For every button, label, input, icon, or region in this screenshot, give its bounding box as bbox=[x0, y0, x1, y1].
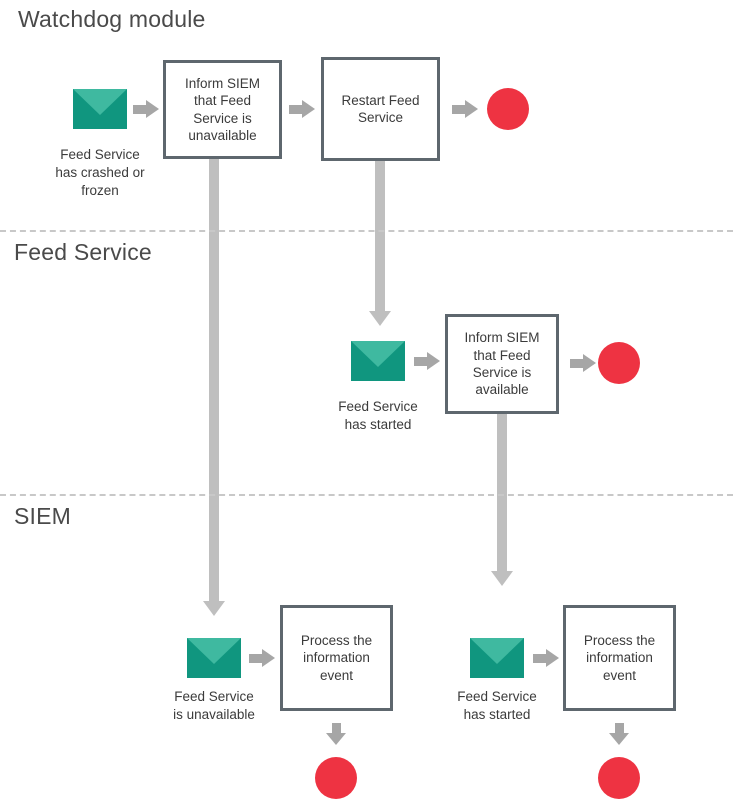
lane-title-feed-service: Feed Service bbox=[14, 239, 152, 265]
message-caption-feed-service-unavailable: Feed Service is unavailable bbox=[173, 689, 255, 722]
envelope-flap-icon bbox=[73, 89, 127, 115]
terminator-end-watchdog bbox=[487, 88, 529, 130]
arrow-shaft bbox=[133, 105, 148, 114]
terminator-end-feed-service bbox=[598, 342, 640, 384]
connector-line-restart-to-feed-service bbox=[375, 161, 385, 311]
arrow-right-started-to-inform-available bbox=[414, 352, 440, 370]
arrow-shaft bbox=[289, 105, 304, 114]
process-box-label: Inform SIEM that Feed Service is availab… bbox=[464, 330, 540, 398]
arrow-right-crashed-to-inform bbox=[133, 100, 159, 118]
connector-arrowhead-inform-to-siem-left bbox=[203, 601, 225, 627]
arrow-shaft bbox=[533, 654, 548, 663]
process-box-label: Process the information event bbox=[583, 633, 656, 683]
arrow-head-icon bbox=[609, 733, 629, 745]
arrow-head-icon bbox=[369, 311, 391, 326]
lane-title-siem: SIEM bbox=[14, 503, 72, 529]
process-box-restart-feed-service[interactable]: Restart Feed Service bbox=[321, 57, 440, 161]
arrow-shaft bbox=[615, 723, 624, 735]
envelope-icon-feed-service-unavailable bbox=[187, 638, 241, 678]
lane-title-watchdog: Watchdog module bbox=[18, 6, 206, 32]
arrow-head-icon bbox=[203, 601, 225, 616]
envelope-icon-feed-service-crashed bbox=[73, 89, 127, 129]
arrow-head-icon bbox=[427, 352, 440, 370]
process-box-inform-siem-unavailable[interactable]: Inform SIEM that Feed Service is unavail… bbox=[163, 60, 282, 159]
envelope-icon-feed-service-started-siem bbox=[470, 638, 524, 678]
message-caption-feed-service-started: Feed Service has started bbox=[338, 399, 418, 432]
arrow-head-icon bbox=[302, 100, 315, 118]
arrow-head-icon bbox=[583, 354, 596, 372]
arrow-right-inform-to-restart bbox=[289, 100, 315, 118]
message-caption-feed-service-started-siem: Feed Service has started bbox=[457, 689, 537, 722]
arrow-head-icon bbox=[262, 649, 275, 667]
process-box-label: Restart Feed Service bbox=[341, 92, 420, 125]
lane-divider-watchdog-feedservice bbox=[0, 230, 733, 232]
arrow-head-icon bbox=[546, 649, 559, 667]
arrow-shaft bbox=[414, 357, 429, 366]
arrow-right-unavailable-to-process-left bbox=[249, 649, 275, 667]
process-box-process-event-left[interactable]: Process the information event bbox=[280, 605, 393, 711]
arrow-head-icon bbox=[491, 571, 513, 586]
connector-line-inform-to-siem-left bbox=[209, 159, 219, 601]
terminator-end-siem-left bbox=[315, 757, 357, 799]
envelope-icon-feed-service-started bbox=[351, 341, 405, 381]
lane-divider-feedservice-siem bbox=[0, 494, 733, 496]
connector-line-inform-available-to-siem-right bbox=[497, 414, 507, 571]
process-box-label: Process the information event bbox=[300, 633, 373, 683]
process-box-process-event-right[interactable]: Process the information event bbox=[563, 605, 676, 711]
arrow-head-icon bbox=[465, 100, 478, 118]
envelope-flap-icon bbox=[187, 638, 241, 664]
message-caption-feed-service-crashed: Feed Service has crashed or frozen bbox=[55, 147, 145, 198]
envelope-flap-icon bbox=[470, 638, 524, 664]
arrow-shaft bbox=[332, 723, 341, 735]
arrow-shaft bbox=[452, 105, 467, 114]
terminator-end-siem-right bbox=[598, 757, 640, 799]
connector-arrowhead-restart-to-feed-service bbox=[369, 311, 391, 333]
arrow-head-icon bbox=[146, 100, 159, 118]
connector-arrowhead-inform-available-to-siem-right bbox=[491, 571, 513, 597]
process-box-inform-siem-available[interactable]: Inform SIEM that Feed Service is availab… bbox=[445, 314, 559, 414]
process-box-label: Inform SIEM that Feed Service is unavail… bbox=[184, 75, 260, 143]
arrow-right-inform-available-to-end bbox=[570, 354, 596, 372]
arrow-right-restart-to-end bbox=[452, 100, 478, 118]
arrow-right-started-to-process-right bbox=[533, 649, 559, 667]
arrow-head-icon bbox=[326, 733, 346, 745]
arrow-shaft bbox=[249, 654, 264, 663]
arrow-shaft bbox=[570, 359, 585, 368]
envelope-flap-icon bbox=[351, 341, 405, 367]
